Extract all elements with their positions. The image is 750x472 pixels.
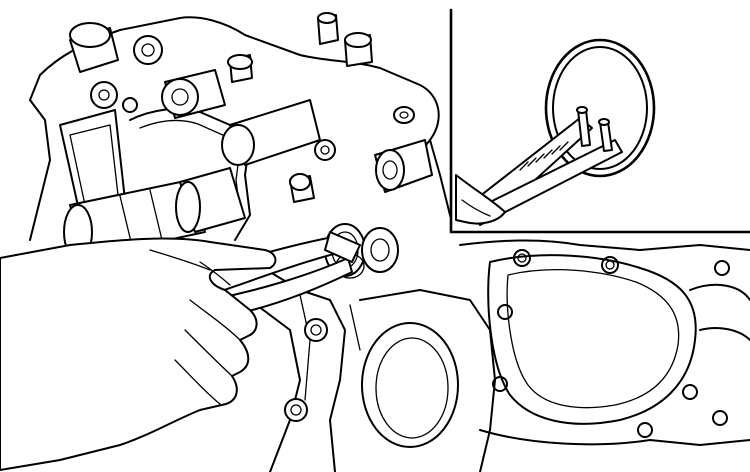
cylinder-block-right [459,239,750,446]
housing-bosses [69,12,433,422]
inset-circlip-pliers [455,38,656,226]
hand-with-pliers [0,231,361,471]
